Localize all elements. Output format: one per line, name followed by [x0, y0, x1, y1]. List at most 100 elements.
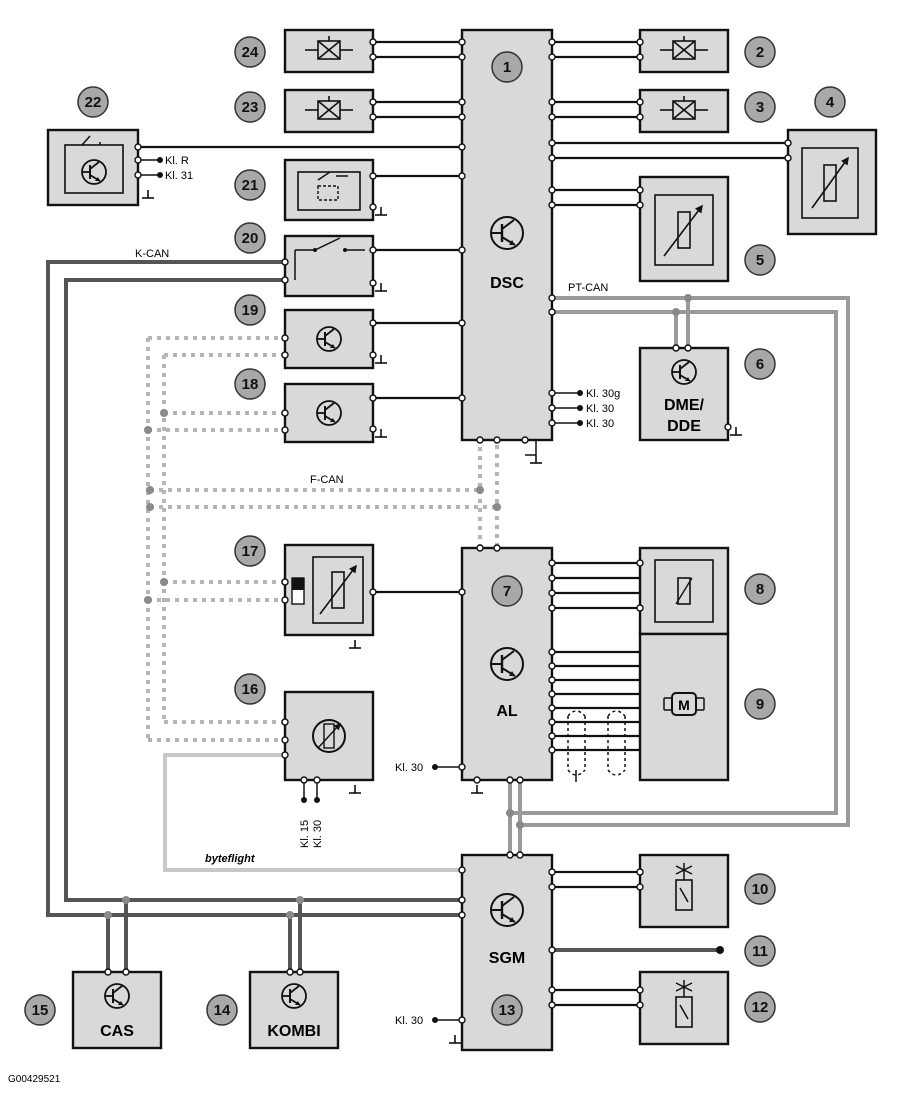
- callout-1-text: 1: [503, 59, 511, 76]
- callout-10-text: 10: [752, 881, 769, 898]
- wire-dsc-2: [552, 40, 640, 59]
- callout-10: 10: [744, 873, 776, 905]
- callout-8-text: 8: [756, 581, 764, 598]
- callout-24-text: 24: [242, 44, 259, 61]
- callout-4: 4: [814, 86, 846, 118]
- f-can-stub-16: [148, 720, 285, 742]
- f-can-to-al: [478, 490, 499, 548]
- bus-junction-dots: [104, 294, 692, 919]
- callout-19: 19: [234, 294, 266, 326]
- kl-30-label-b: Kl. 30: [586, 418, 614, 430]
- dsc-label: DSC: [490, 275, 524, 292]
- k-can-stub-kombi: [288, 900, 302, 972]
- callout-13-text: 13: [499, 1002, 516, 1019]
- callout-23-text: 23: [242, 99, 259, 116]
- wire-dsc-4: [552, 141, 788, 160]
- resistor-icon: [677, 577, 691, 605]
- k-can-stub-cas: [106, 900, 128, 972]
- f-can-stub-19: [148, 336, 285, 357]
- component-9-box: [638, 632, 730, 782]
- dme-label: DME/: [664, 397, 705, 414]
- sensor-16-resistor: [323, 723, 335, 749]
- component-18-box: [283, 382, 375, 444]
- callout-24: 24: [234, 36, 266, 68]
- f-can-bus-1: [150, 440, 482, 492]
- callout-19-text: 19: [242, 302, 259, 319]
- k-can-label: K-CAN: [135, 248, 169, 260]
- callout-17-text: 17: [242, 543, 259, 560]
- al-kl-30-label: Kl. 30: [395, 762, 423, 774]
- solenoid-12-details: [675, 980, 693, 1020]
- callout-11-text: 11: [752, 943, 768, 960]
- f-can-label: F-CAN: [310, 474, 344, 486]
- solenoid-10-details: [675, 863, 693, 903]
- wire-dsc-5: [552, 188, 640, 207]
- kl-30g-label: Kl. 30g: [586, 388, 620, 400]
- byteflight-bus: [163, 753, 462, 872]
- wire-al-9: [552, 650, 640, 752]
- callout-20-text: 20: [242, 230, 259, 247]
- callout-2: 2: [744, 36, 776, 68]
- sensor-16-arrow: [317, 722, 341, 749]
- al-label: AL: [496, 703, 518, 720]
- motor-icon: [671, 692, 697, 716]
- callout-13: 13: [491, 994, 523, 1026]
- pt-can-al-sgm: [508, 780, 522, 855]
- callout-4-text: 4: [826, 94, 835, 111]
- motor-icon-glyph: M: [678, 697, 690, 713]
- callout-16: 16: [234, 673, 266, 705]
- kl-31-label: Kl. 31: [165, 170, 193, 182]
- callout-11: 11: [744, 935, 776, 967]
- kl-30-vertical-label: Kl. 30: [312, 820, 324, 848]
- callout-23: 23: [234, 91, 266, 123]
- callout-21: 21: [234, 169, 266, 201]
- potentiometer-icon-5: [677, 211, 691, 249]
- callout-5: 5: [744, 244, 776, 276]
- component-17-inner: [312, 556, 364, 624]
- dsc-terminal-wires: [552, 392, 580, 424]
- cas-module-box: [71, 970, 163, 1050]
- callout-6: 6: [744, 348, 776, 380]
- sensor-icon-16: [312, 719, 346, 753]
- k-can-bus-outer: [46, 260, 462, 917]
- cas-label: CAS: [100, 1023, 134, 1040]
- callout-12-text: 12: [752, 999, 769, 1016]
- f-can-stub-18: [148, 411, 285, 432]
- relay-contact-icon: [317, 171, 348, 181]
- callout-21-text: 21: [242, 177, 259, 194]
- byteflight-label: byteflight: [205, 853, 256, 865]
- figure-id: G00429521: [8, 1074, 61, 1085]
- callout-8: 8: [744, 573, 776, 605]
- component-5-inner: [654, 194, 714, 266]
- component-22-inner: [64, 144, 124, 194]
- dde-label: DDE: [667, 418, 701, 435]
- callout-6-text: 6: [756, 356, 764, 373]
- callout-3-text: 3: [756, 99, 764, 116]
- callout-9: 9: [744, 688, 776, 720]
- potentiometer-arrow-17: [319, 564, 357, 615]
- component-8-inner: [654, 559, 714, 623]
- callout-22: 22: [77, 86, 109, 118]
- callout-5-text: 5: [756, 252, 764, 269]
- k-can-bus-inner: [64, 278, 462, 902]
- potentiometer-icon-4: [823, 164, 837, 202]
- callout-7-text: 7: [503, 583, 511, 600]
- f-can-vertical-left: [146, 338, 166, 740]
- callout-15-text: 15: [32, 1002, 49, 1019]
- callout-1: 1: [491, 51, 523, 83]
- wire-24-dsc: [373, 40, 462, 59]
- wire-dsc-3: [552, 100, 640, 119]
- dsc-ground-wire: [525, 440, 537, 456]
- dsc-module-box: [460, 28, 554, 442]
- connector-pins: [104, 38, 792, 1024]
- callout-17: 17: [234, 535, 266, 567]
- kl-r-label: Kl. R: [165, 155, 189, 167]
- callout-20: 20: [234, 222, 266, 254]
- potentiometer-arrow-5: [663, 204, 703, 257]
- switch-contact-a: [313, 248, 317, 252]
- motor-shaft: [663, 697, 705, 711]
- callout-15: 15: [24, 994, 56, 1026]
- kombi-label: KOMBI: [267, 1023, 320, 1040]
